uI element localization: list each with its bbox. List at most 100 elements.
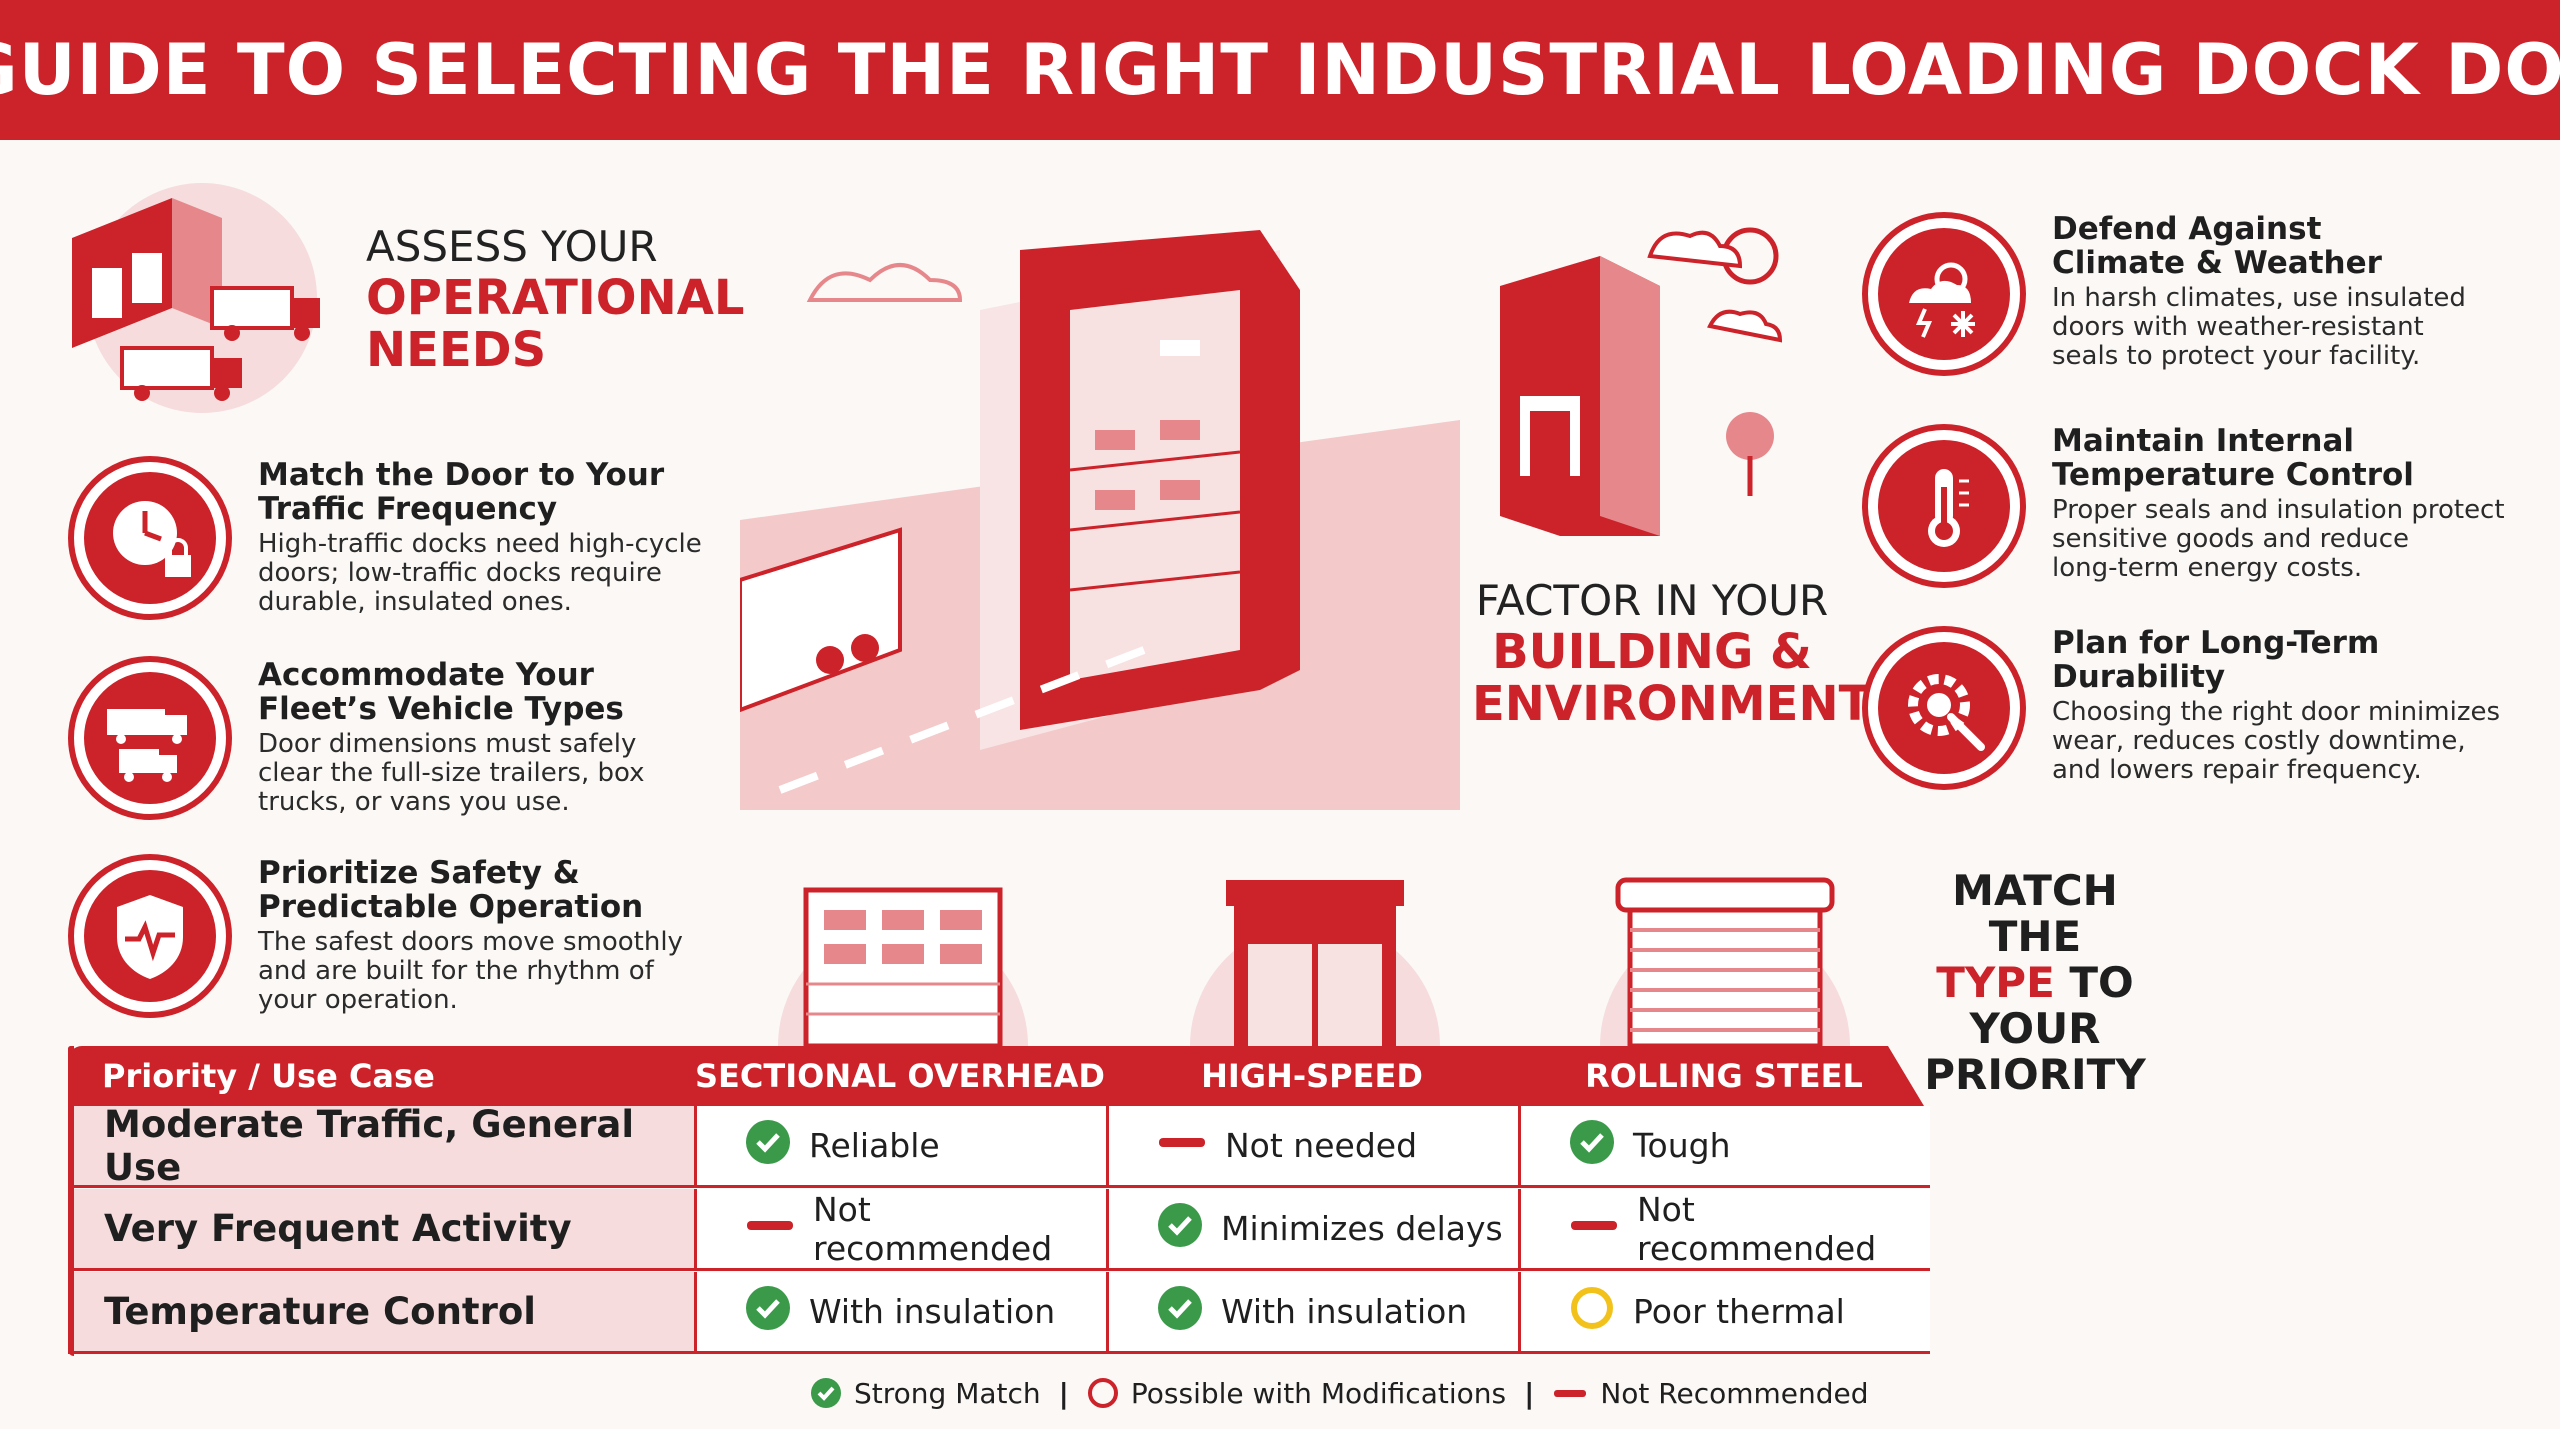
header-priority: Priority / Use Case bbox=[102, 1057, 435, 1095]
feature-traffic-frequency: Match the Door to Your Traffic Frequency… bbox=[68, 456, 702, 620]
status-icon bbox=[745, 1285, 791, 1339]
dash-icon bbox=[1159, 1137, 1205, 1147]
status-icon bbox=[1157, 1202, 1203, 1256]
feature-description: High-traffic docks need high-cycle doors… bbox=[258, 529, 702, 617]
operational-illustration bbox=[62, 178, 342, 418]
status-icon bbox=[1569, 1202, 1619, 1256]
row-label: Moderate Traffic, General Use bbox=[68, 1103, 694, 1189]
ring-icon bbox=[1571, 1286, 1613, 1329]
table-cell: Poor thermal bbox=[1518, 1272, 1930, 1354]
building-title-line3: ENVIRONMENT bbox=[1472, 676, 1872, 732]
high-speed-door-illustration bbox=[1190, 854, 1440, 1046]
operational-title: ASSESS YOUR OPERATIONAL NEEDS bbox=[366, 222, 744, 376]
rolling-steel-door-icon bbox=[1600, 877, 1850, 1049]
match-line: THE bbox=[1988, 912, 2082, 961]
rolling-steel-door-illustration bbox=[1600, 854, 1850, 1049]
check-circle-icon bbox=[811, 1378, 841, 1408]
check-circle-icon bbox=[1570, 1119, 1614, 1164]
check-circle-icon bbox=[1158, 1202, 1202, 1247]
table-left-border bbox=[68, 1046, 74, 1356]
feature-description: Choosing the right door minimizes wear, … bbox=[2052, 697, 2501, 785]
status-icon bbox=[745, 1119, 791, 1173]
feature-description: The safest doors move smoothly and are b… bbox=[258, 927, 683, 1015]
dash-icon bbox=[1554, 1390, 1587, 1397]
feature-title: Defend Against bbox=[2052, 211, 2322, 247]
check-circle-icon bbox=[746, 1119, 790, 1164]
feature-description: In harsh climates, use insulated doors w… bbox=[2052, 283, 2466, 371]
dash-icon bbox=[1571, 1220, 1617, 1230]
table-cell: With insulation bbox=[1106, 1272, 1518, 1354]
table-row: Temperature Control With insulation With i… bbox=[68, 1272, 1988, 1354]
feature-title: Traffic Frequency bbox=[258, 491, 558, 527]
building-weather-icon bbox=[1500, 227, 1783, 536]
comparison-table: Priority / Use Case SECTIONAL OVERHEAD H… bbox=[68, 1046, 1988, 1356]
feature-safety: Prioritize Safety & Predictable Operatio… bbox=[68, 854, 683, 1018]
feature-title: Maintain Internal bbox=[2052, 423, 2355, 459]
table-cell: Minimizes delays bbox=[1106, 1189, 1518, 1271]
table-cell: Not recommended bbox=[694, 1189, 1106, 1271]
table-cell: With insulation bbox=[694, 1272, 1106, 1354]
feature-title: Predictable Operation bbox=[258, 889, 644, 925]
status-icon bbox=[1569, 1119, 1615, 1173]
page-title: A GUIDE TO SELECTING THE RIGHT INDUSTRIA… bbox=[0, 29, 2560, 111]
shield-icon bbox=[68, 854, 232, 1018]
cell-text: Not needed bbox=[1225, 1126, 1418, 1165]
clock-lock-icon bbox=[68, 456, 232, 620]
legend: Strong Match | Possible with Modificatio… bbox=[810, 1370, 1869, 1416]
feature-title: Climate & Weather bbox=[2052, 245, 2382, 281]
status-icon bbox=[745, 1202, 795, 1256]
legend-strong: Strong Match bbox=[810, 1377, 1041, 1410]
dash-icon bbox=[747, 1220, 793, 1230]
table-cell: Not needed bbox=[1106, 1106, 1518, 1188]
feature-title: Accommodate Your bbox=[258, 657, 594, 693]
cell-text: Poor thermal bbox=[1633, 1292, 1845, 1331]
cell-text: Not recommended bbox=[813, 1189, 1053, 1268]
table-cell: Tough bbox=[1518, 1106, 1930, 1188]
feature-description: Door dimensions must safely clear the fu… bbox=[258, 729, 645, 817]
building-illustration bbox=[1480, 196, 1810, 536]
cell-text: With insulation bbox=[1221, 1292, 1468, 1331]
feature-description: Proper seals and insulation protect sens… bbox=[2052, 495, 2505, 583]
status-icon bbox=[1157, 1285, 1203, 1339]
row-label: Temperature Control bbox=[68, 1272, 694, 1354]
legend-separator: | bbox=[1058, 1376, 1069, 1410]
feature-title: Prioritize Safety & bbox=[258, 855, 580, 891]
gear-wrench-icon bbox=[1862, 626, 2026, 790]
table-row: Very Frequent Activity Not recommended Min… bbox=[68, 1189, 1988, 1271]
feature-title: Plan for Long-Term bbox=[2052, 625, 2380, 661]
warehouse-trucks-icon bbox=[72, 183, 320, 413]
high-speed-door-icon bbox=[1190, 880, 1440, 1046]
cell-text: Not recommended bbox=[1637, 1189, 1877, 1268]
status-icon bbox=[1569, 1285, 1615, 1339]
check-circle-icon bbox=[746, 1285, 790, 1330]
header-sectional: SECTIONAL OVERHEAD bbox=[695, 1057, 1105, 1095]
header-banner: A GUIDE TO SELECTING THE RIGHT INDUSTRIA… bbox=[0, 0, 2560, 140]
match-line: YOUR bbox=[1969, 1004, 2101, 1053]
feature-climate: Defend Against Climate & Weather In hars… bbox=[1862, 212, 2466, 376]
feature-title: Match the Door to Your bbox=[258, 457, 665, 493]
table-cell: Reliable bbox=[694, 1106, 1106, 1188]
operational-title-line1: ASSESS YOUR bbox=[366, 222, 658, 271]
feature-title: Fleet’s Vehicle Types bbox=[258, 691, 624, 727]
check-circle-icon bbox=[1158, 1285, 1202, 1330]
cell-text: Tough bbox=[1633, 1126, 1731, 1165]
building-title-line2: BUILDING & bbox=[1492, 624, 1812, 680]
table-row: Moderate Traffic, General Use Reliable Not… bbox=[68, 1103, 1988, 1189]
operational-title-line3: NEEDS bbox=[366, 322, 547, 378]
loading-dock-illustration bbox=[738, 190, 1460, 810]
operational-title-line2: OPERATIONAL bbox=[366, 270, 745, 326]
match-line: MATCH bbox=[1952, 866, 2118, 915]
feature-title: Durability bbox=[2052, 659, 2226, 695]
table-header bbox=[68, 1046, 1924, 1106]
cell-text: With insulation bbox=[809, 1292, 1056, 1331]
status-icon bbox=[1157, 1119, 1207, 1173]
cell-text: Minimizes delays bbox=[1221, 1209, 1503, 1248]
trucks-icon bbox=[68, 656, 232, 820]
sectional-door-icon bbox=[778, 887, 1028, 1049]
feature-title: Temperature Control bbox=[2052, 457, 2414, 493]
header-rolling-steel: ROLLING STEEL bbox=[1585, 1057, 1863, 1095]
ring-icon bbox=[1087, 1378, 1118, 1408]
cell-text: Reliable bbox=[809, 1126, 940, 1165]
row-label: Very Frequent Activity bbox=[68, 1189, 694, 1271]
